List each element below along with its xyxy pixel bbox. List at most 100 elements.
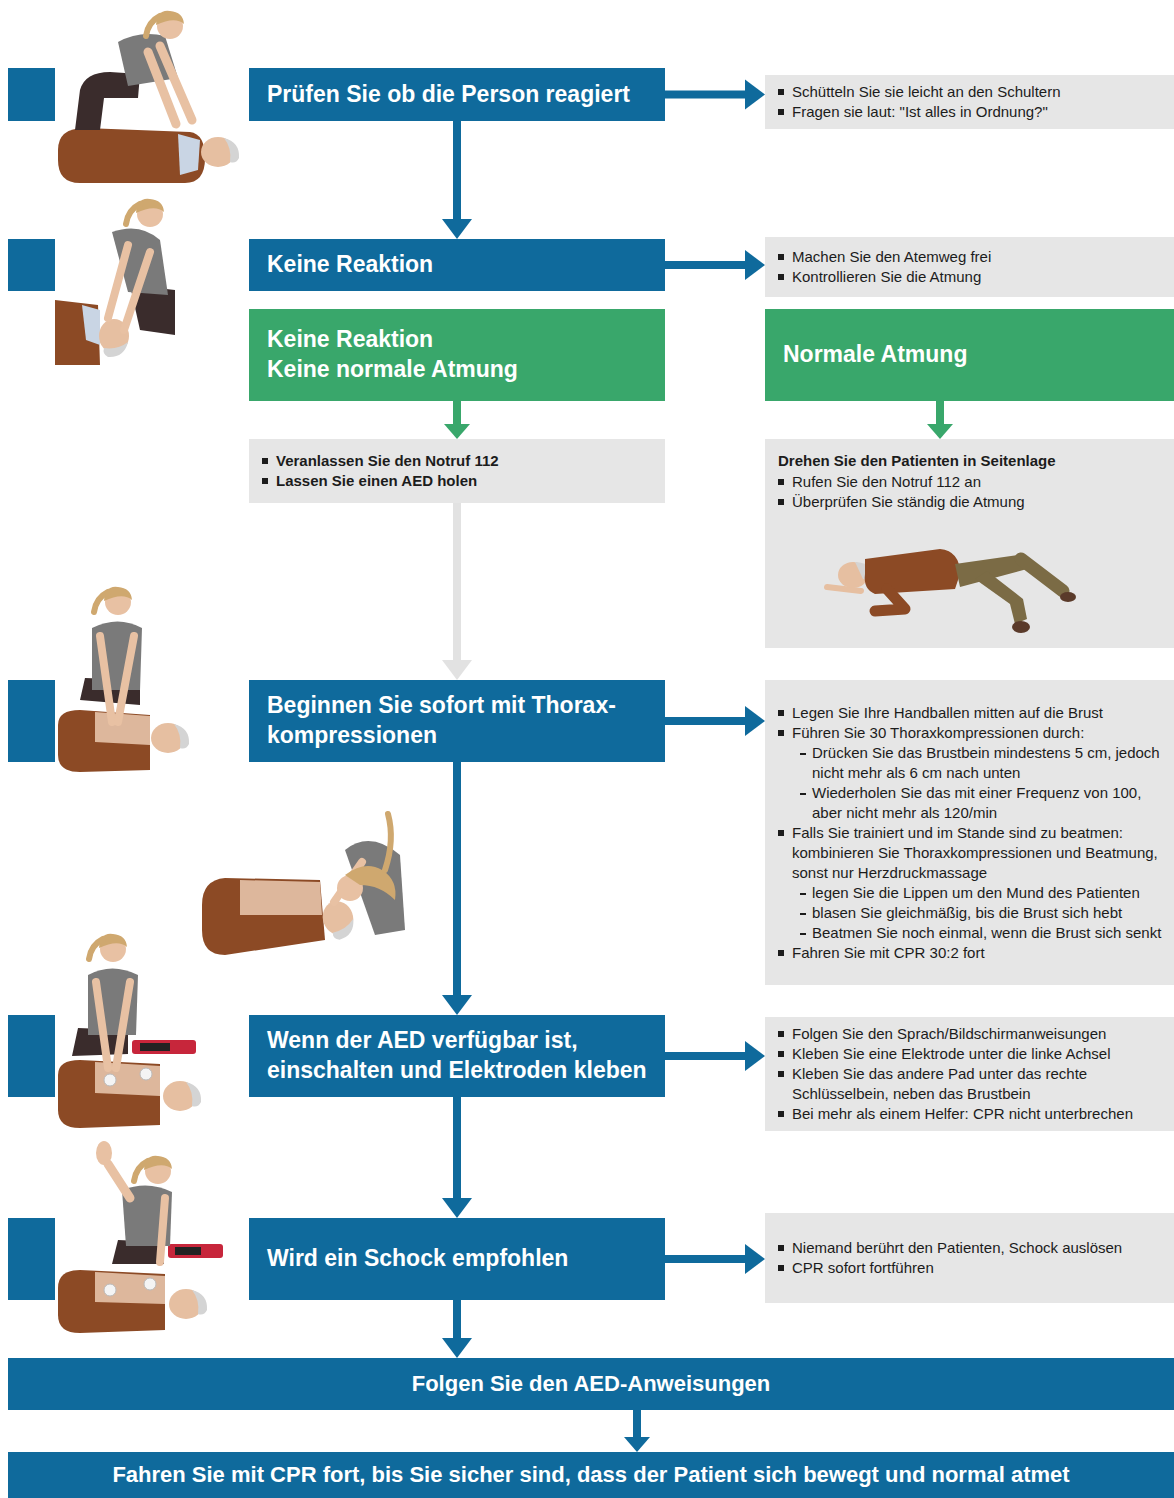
photo-stand-clear-shape [108,1164,130,1198]
photo-rescue-breath-shape [345,866,395,900]
banner-box: Folgen Sie den AED-Anweisungen [8,1358,1174,1410]
arrowhead [745,250,765,280]
arrowhead [444,424,470,439]
list-item-text: Überprüfen Sie ständig die Atmung [792,492,1162,512]
text-group: Legen Sie Ihre Handballen mitten auf die… [778,703,1162,963]
photo-open-airway [55,199,175,365]
list-row: Führen Sie 30 Thoraxkompressionen durch: [778,723,1162,743]
arrow-shaft [665,1255,746,1263]
recovery-figure-shape [975,571,1027,624]
arrowhead [745,1041,765,1071]
step-marker [8,68,55,1300]
list-item-text: Drehen Sie den Patienten in Seitenlage [778,451,1162,471]
list-row: Beatmen Sie noch einmal, wenn die Brust … [800,923,1162,943]
arrow-shaft [453,401,461,425]
arrowhead [442,1338,472,1358]
photo-attach-pads-shape [132,1040,196,1054]
photo-compressions-shape [94,587,132,615]
bullet-square [262,458,268,464]
list-item-text: Legen Sie Ihre Handballen mitten auf die… [792,703,1162,723]
arrowhead [927,424,953,439]
arrow-shaft [453,762,461,996]
bullet-square [778,830,784,836]
flow-arrow [442,1300,472,1358]
flow-arrow [665,1041,765,1071]
bullet-square [778,1031,784,1037]
list-item-text: Drücken Sie das Brustbein mindestens 5 c… [812,743,1162,783]
list-row: Falls Sie trainiert und im Stande sind z… [778,823,1162,883]
flow-arrow [442,121,472,239]
step-box: Keine Reaktion [249,239,665,291]
photo-compressions-shape [151,723,189,753]
list-item-text: Niemand berührt den Patienten, Schock au… [792,1238,1162,1258]
list-item-text: Machen Sie den Atemweg frei [792,247,1162,267]
bullet-square [778,1071,784,1077]
arrow-shaft [936,401,944,425]
list-row: Wiederholen Sie das mit einer Frequenz v… [800,783,1162,823]
photo-stand-clear-shape [134,1156,172,1184]
arrowhead [745,706,765,736]
list-row: Veranlassen Sie den Notruf 112 [262,451,653,471]
photo-stand-clear-shape [96,1141,112,1165]
flow-arrow [442,503,472,680]
bullet-square [778,950,784,956]
step-box: Prüfen Sie ob die Person reagiert [249,68,665,121]
list-item-text: Schütteln Sie sie leicht an den Schulter… [792,82,1162,102]
flow-arrow [442,1097,472,1218]
bullet-square [778,89,784,95]
info-box: Drehen Sie den Patienten in SeitenlageRu… [765,439,1174,648]
photo-attach-pads-shape [96,982,108,1068]
list-item-text: Veranlassen Sie den Notruf 112 [276,451,653,471]
step-marker-shape [8,68,55,121]
step-label: Prüfen Sie ob die Person reagiert [267,80,655,110]
text-group: Schütteln Sie sie leicht an den Schulter… [778,82,1162,122]
bullet-dash [800,933,806,935]
recovery-figure-shape [1060,592,1076,602]
arrow-shaft [453,1097,461,1199]
step-marker-shape [8,1015,55,1097]
flow-arrow [927,401,953,439]
list-row: Kontrollieren Sie die Atmung [778,267,1162,287]
list-row: Folgen Sie den Sprach/Bildschirmanweisun… [778,1024,1162,1044]
list-row: Bei mehr als einem Helfer: CPR nicht unt… [778,1104,1162,1124]
list-item-text: Fahren Sie mit CPR 30:2 fort [792,943,1162,963]
bullet-square [262,478,268,484]
list-row: Legen Sie Ihre Handballen mitten auf die… [778,703,1162,723]
list-item-text: Kontrollieren Sie die Atmung [792,267,1162,287]
bullet-dash [800,793,806,795]
list-row: legen Sie die Lippen um den Mund des Pat… [800,883,1162,903]
photo-stand-clear-shape [168,1244,223,1258]
flow-arrow [665,80,765,110]
bullet-square [778,1245,784,1251]
list-item-text: Rufen Sie den Notruf 112 an [792,472,1162,492]
recovery-figure-shape [875,589,905,611]
text-group: Wird ein Schock empfohlen [267,1244,655,1274]
info-box: Machen Sie den Atemweg freiKontrollieren… [765,237,1174,297]
text-group: Folgen Sie den Sprach/Bildschirmanweisun… [778,1024,1162,1124]
list-row: Niemand berührt den Patienten, Schock au… [778,1238,1162,1258]
arrow-shaft [665,1052,746,1060]
recovery-figure-shape [1012,621,1030,633]
photo-stand-clear-shape [169,1289,207,1319]
photo-stand-clear-shape [104,1284,116,1296]
recovery-figure [827,549,1076,633]
list-row: Drücken Sie das Brustbein mindestens 5 c… [800,743,1162,783]
photo-check-response-shape [201,137,239,167]
list-row: Kleben Sie das andere Pad unter das rech… [778,1064,1162,1104]
photo-check-response-shape [178,134,200,175]
recovery-position-figure [765,439,1174,648]
list-row: Kleben Sie eine Elektrode unter die link… [778,1044,1162,1064]
arrow-shaft [453,121,461,220]
bullet-square [778,1265,784,1271]
list-row: Rufen Sie den Notruf 112 an [778,472,1162,492]
arrowhead [442,1198,472,1218]
list-item-text: CPR sofort fortführen [792,1258,1162,1278]
step-marker-shape [8,239,55,291]
text-group: Machen Sie den Atemweg freiKontrollieren… [778,247,1162,287]
photo-stand-clear-shape [58,1270,165,1333]
arrowhead [442,660,472,680]
arrow-shaft [665,717,746,725]
step-box: Wird ein Schock empfohlen [249,1218,665,1300]
photo-rescue-breath-shape [202,878,325,955]
